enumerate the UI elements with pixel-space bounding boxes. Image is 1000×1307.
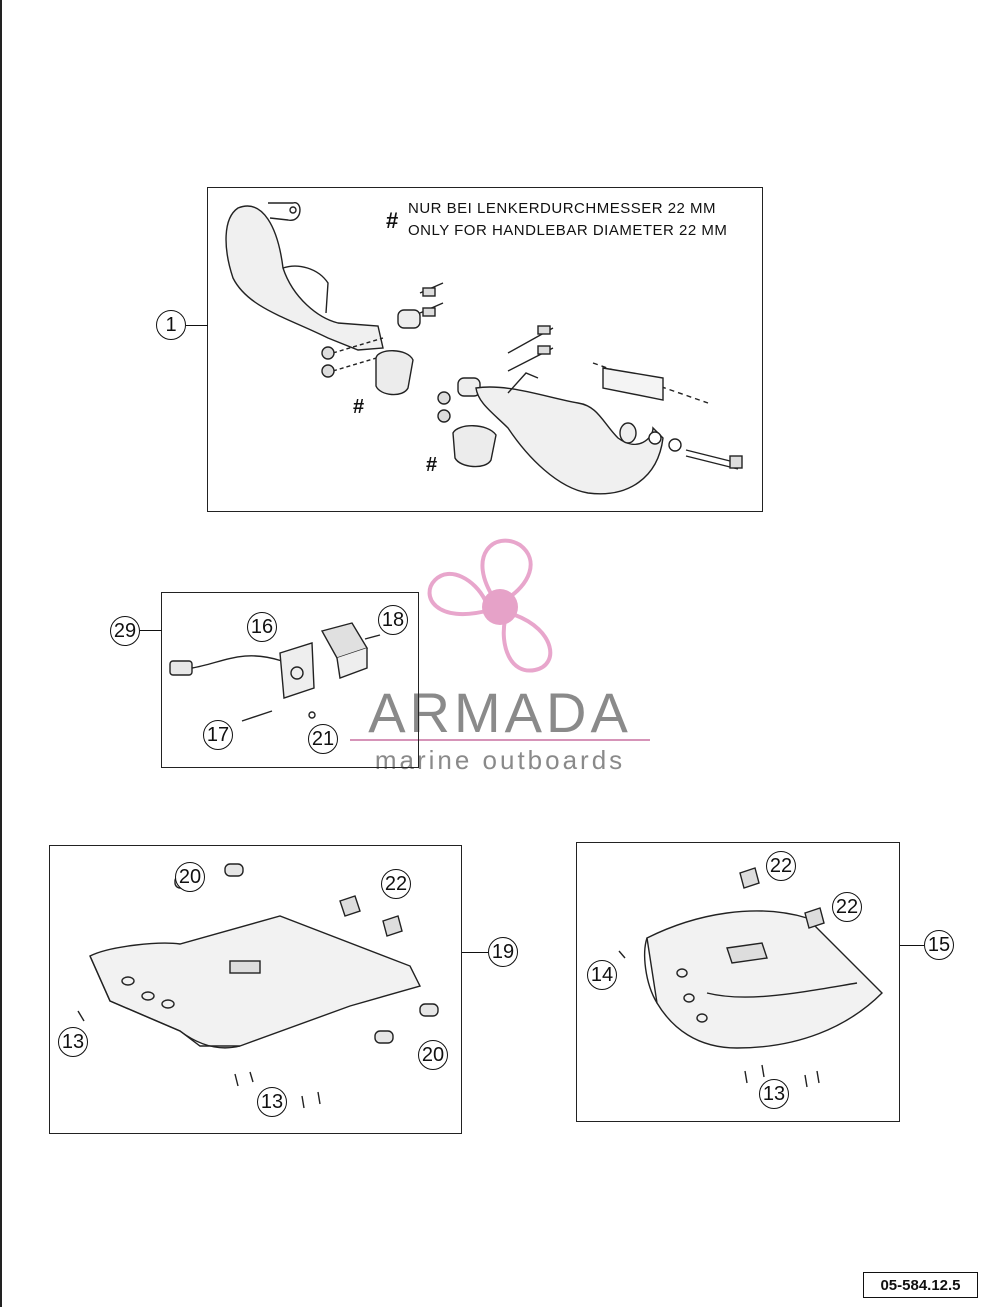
watermark-subtitle: marine outboards (374, 745, 626, 775)
callout-17: 17 (203, 720, 233, 750)
callout-13-side-left: 13 (58, 1027, 88, 1057)
armada-watermark: ARMADA marine outboards (345, 535, 655, 780)
watermark-rule (350, 739, 650, 741)
callout-16: 16 (247, 612, 277, 642)
callout-leader-15 (900, 945, 924, 947)
callout-22-left: 22 (381, 869, 411, 899)
callout-leader-1 (186, 325, 208, 327)
note-symbol: # (386, 208, 399, 233)
callout-19: 19 (488, 937, 518, 967)
callout-14: 14 (587, 960, 617, 990)
callout-1: 1 (156, 310, 186, 340)
handguard-drawing (225, 202, 743, 495)
light-kit-drawing (169, 622, 381, 722)
callout-20-bottom: 20 (418, 1040, 448, 1070)
callout-22-right-top: 22 (766, 851, 796, 881)
skid-plate-right-panel (576, 842, 900, 1122)
light-kit-panel (161, 592, 419, 768)
skid-plate-left-panel (49, 845, 462, 1134)
handguard-panel: # NUR BEI LENKERDURCHMESSER 22 MM ONLY F… (207, 187, 763, 512)
callout-13-bottom-right: 13 (759, 1079, 789, 1109)
page-edge-rule (0, 0, 2, 1307)
callout-18: 18 (378, 605, 408, 635)
callout-20-top: 20 (175, 862, 205, 892)
callout-22-right-side: 22 (832, 892, 862, 922)
note-english: ONLY FOR HANDLEBAR DIAMETER 22 MM (408, 222, 728, 239)
callout-leader-29 (140, 630, 162, 632)
callout-29: 29 (110, 616, 140, 646)
skid-plate-right-drawing (618, 867, 883, 1088)
hash-mark-left: # (353, 396, 365, 418)
watermark-title: ARMADA (368, 681, 632, 744)
callout-leader-19 (462, 952, 488, 954)
document-number: 05-584.12.5 (863, 1272, 978, 1298)
callout-15: 15 (924, 930, 954, 960)
hash-mark-right: # (426, 454, 438, 476)
callout-13-bottom-left: 13 (257, 1087, 287, 1117)
callout-21: 21 (308, 724, 338, 754)
propeller-logo-icon (427, 538, 553, 673)
note-german: NUR BEI LENKERDURCHMESSER 22 MM (408, 200, 717, 217)
